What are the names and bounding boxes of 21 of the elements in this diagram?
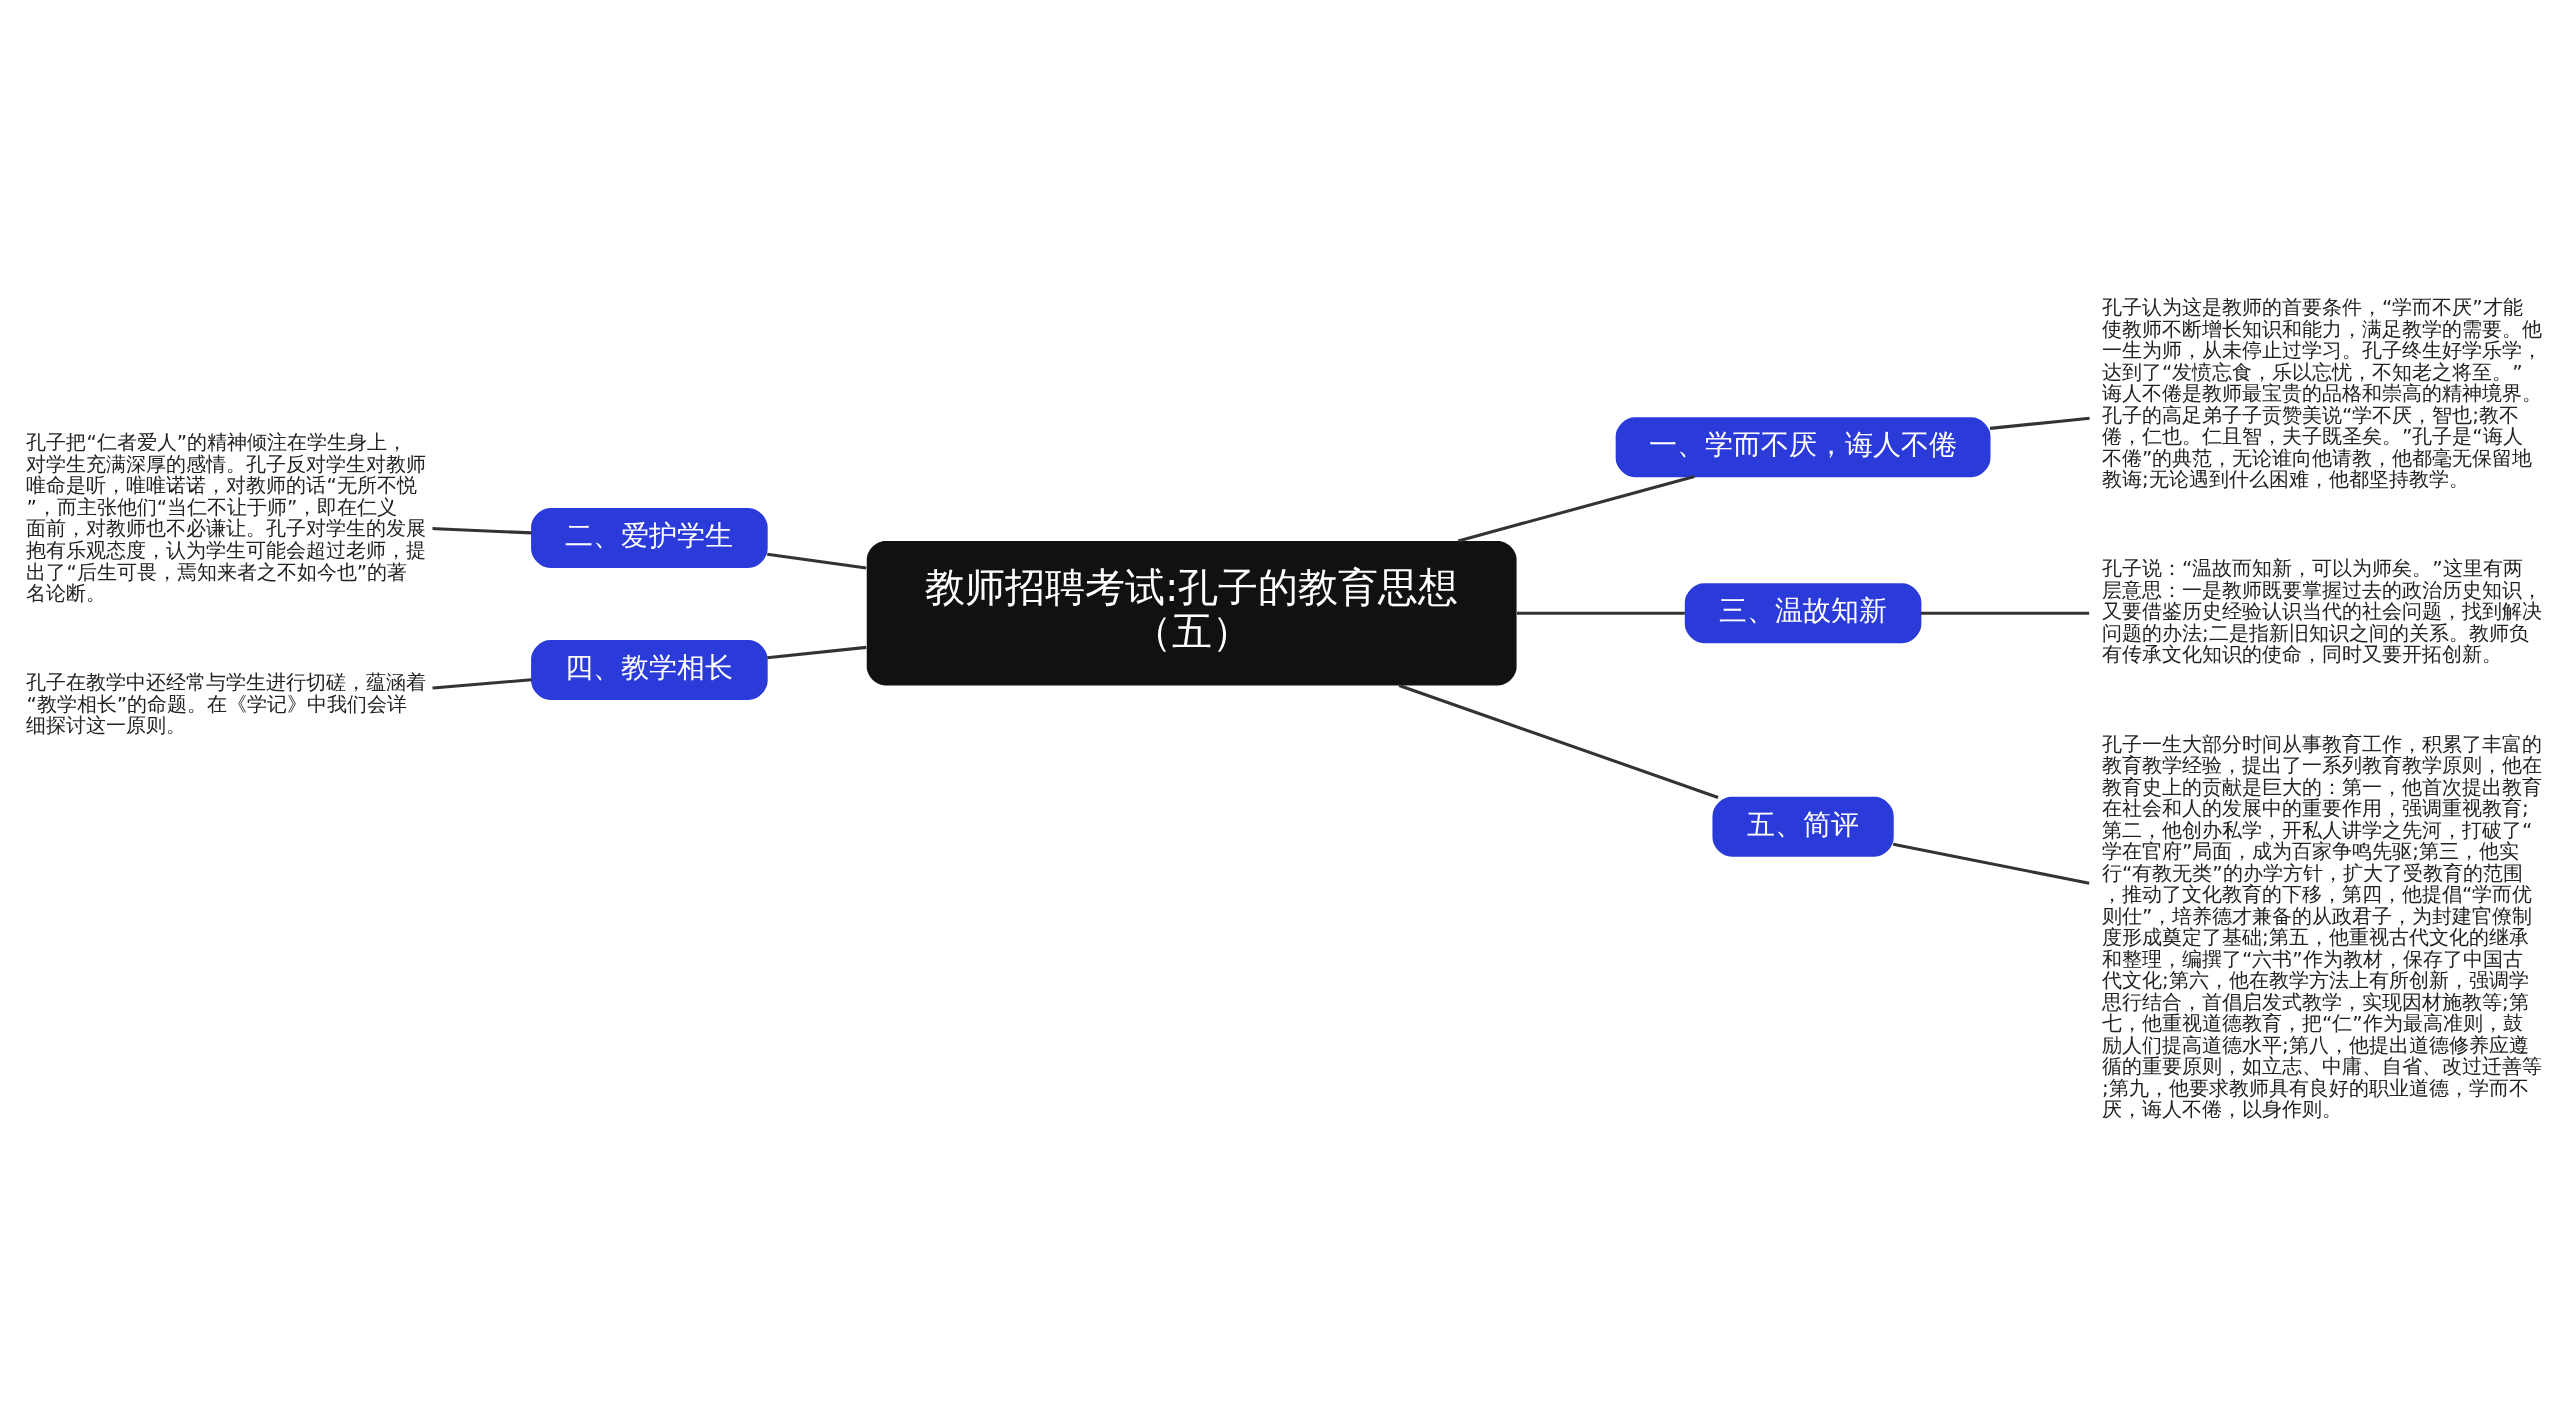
- connector: [767, 645, 867, 659]
- connector: [1516, 611, 1685, 615]
- node-box: 二、爱护学生: [531, 507, 768, 568]
- node-text: 孔子认为这是教师的首要条件，“学而不厌”才能使教师不断增长知识和能力，满足教学的需要。他一生为师，从未停止过学习。孔子终生好学乐学，达到了“发愤忘食，乐以忘忧，不知老之将至。”诲人不倦是教师最宝贵的品格和崇高的精神境界。孔子的高足弟子子贡赞美说“学不厌，智也;教不倦，仁也。仁且智，夫子既圣矣。”孔子是“诲人不倦”的典范，无论谁向他请教，他都毫无保留地教诲;无论遇到什么困难，他都坚持教学。: [2101, 294, 2542, 491]
- node-text: 孔子把“仁者爱人”的精神倾注在学生身上，对学生充满深厚的感情。孔子反对学生对教师唯命是听，唯唯诺诺，对教师的话“无所不悦”，而主张他们“当仁不让于师”，即在仁义面前，对教师也不必谦让。孔子对学生的发展抱有乐观态度，认为学生可能会超过老师，提出了“后生可畏，焉知来者之不如今也”的著名论断。: [26, 429, 427, 605]
- node-box: 五、简评: [1712, 796, 1894, 857]
- node-text: 孔子在教学中还经常与学生进行切磋，蕴涵着“教学相长”的命题。在《学记》中我们会详细探讨这一原则。: [26, 669, 427, 737]
- node-box: 教师招聘考试:孔子的教育思想（五）: [866, 540, 1517, 685]
- connector: [1398, 683, 1719, 799]
- node-text: 孔子一生大部分时间从事教育工作，积累了丰富的教育教学经验，提出了一系列教育教学原则，他在教育史上的贡献是巨大的：第一，他首次提出教育在社会和人的发展中的重要作用，强调重视教育;第二，他创办私学，开私人讲学之先河，打破了“学在官府”局面，成为百家争鸣先驱;第三，他实行“有教无类”的办学方针，扩大了受教育的范围，推动了文化教育的下移，第四，他提倡“学而优则仕”，培养德才兼备的从政君子，为封建官僚制度形成奠定了基础;第五，他重视古代文化的继承和整理，编撰了“六书”作为教材，保存了中国古代文化;第六，他在教学方法上有所创新，强调学思行结合，首倡启发式教学，实现因材施教等;第七，他重视道德教育，把“仁”作为最高准则，鼓励人们提高道德水平;第八，他提出道德修养应遵循的重要原则，如立志、中庸、自省、改过迁善等;第九，他要求教师具有良好的职业道德，学而不厌，诲人不倦，以身作则。: [2101, 731, 2542, 1121]
- connector: [1989, 416, 2090, 430]
- connector: [1920, 611, 2090, 615]
- connector: [1892, 842, 2090, 885]
- connector: [1457, 474, 1695, 542]
- node-text: 孔子说：“温故而知新，可以为师矣。”这里有两层意思：一是教师既要掌握过去的政治历史知识，又要借鉴历史经验认识当代的社会问题，找到解决问题的办法;二是指新旧知识之间的关系。教师负有传承文化知识的使命，同时又要开拓创新。: [2101, 555, 2542, 666]
- connector: [432, 526, 532, 534]
- node-box: 三、温故知新: [1684, 582, 1922, 643]
- node-box: 一、学而不厌，诲人不倦: [1615, 416, 1991, 477]
- connector: [432, 677, 532, 690]
- connector: [767, 552, 867, 570]
- node-box: 四、教学相长: [531, 639, 768, 700]
